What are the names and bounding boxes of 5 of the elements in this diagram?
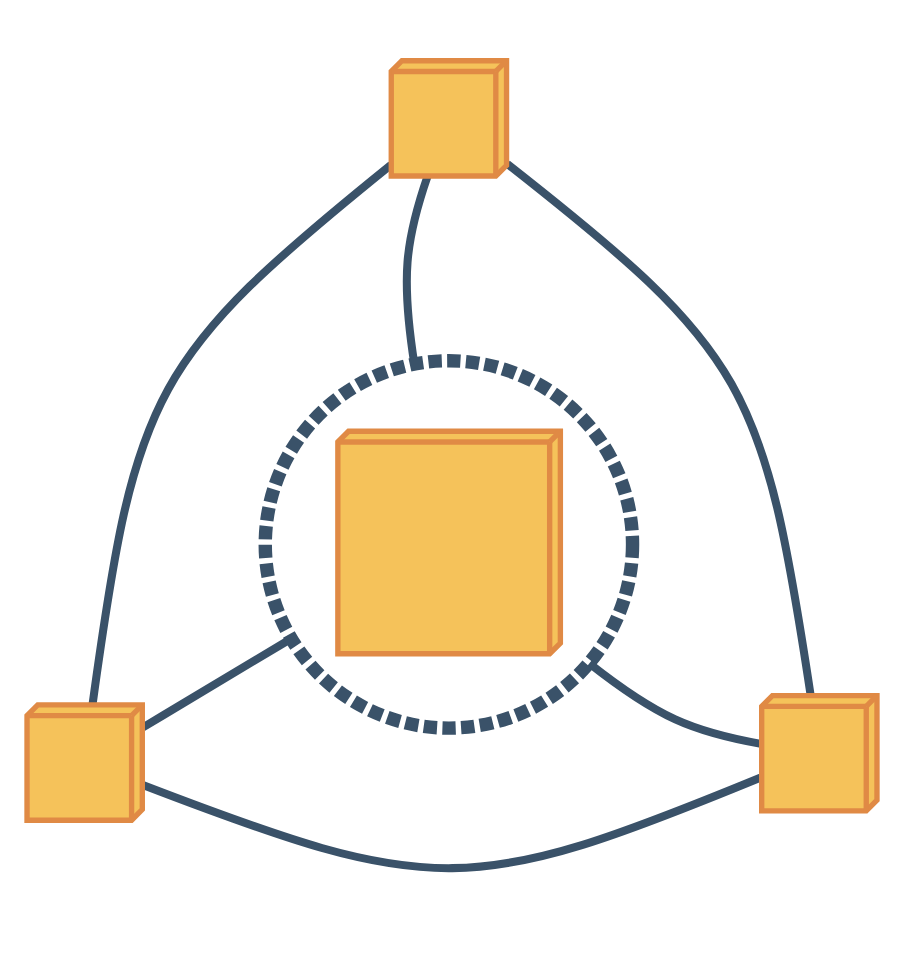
connector xyxy=(586,659,762,747)
cluster xyxy=(258,353,640,734)
connector xyxy=(141,772,763,871)
connector xyxy=(504,159,815,696)
connector xyxy=(88,160,394,704)
